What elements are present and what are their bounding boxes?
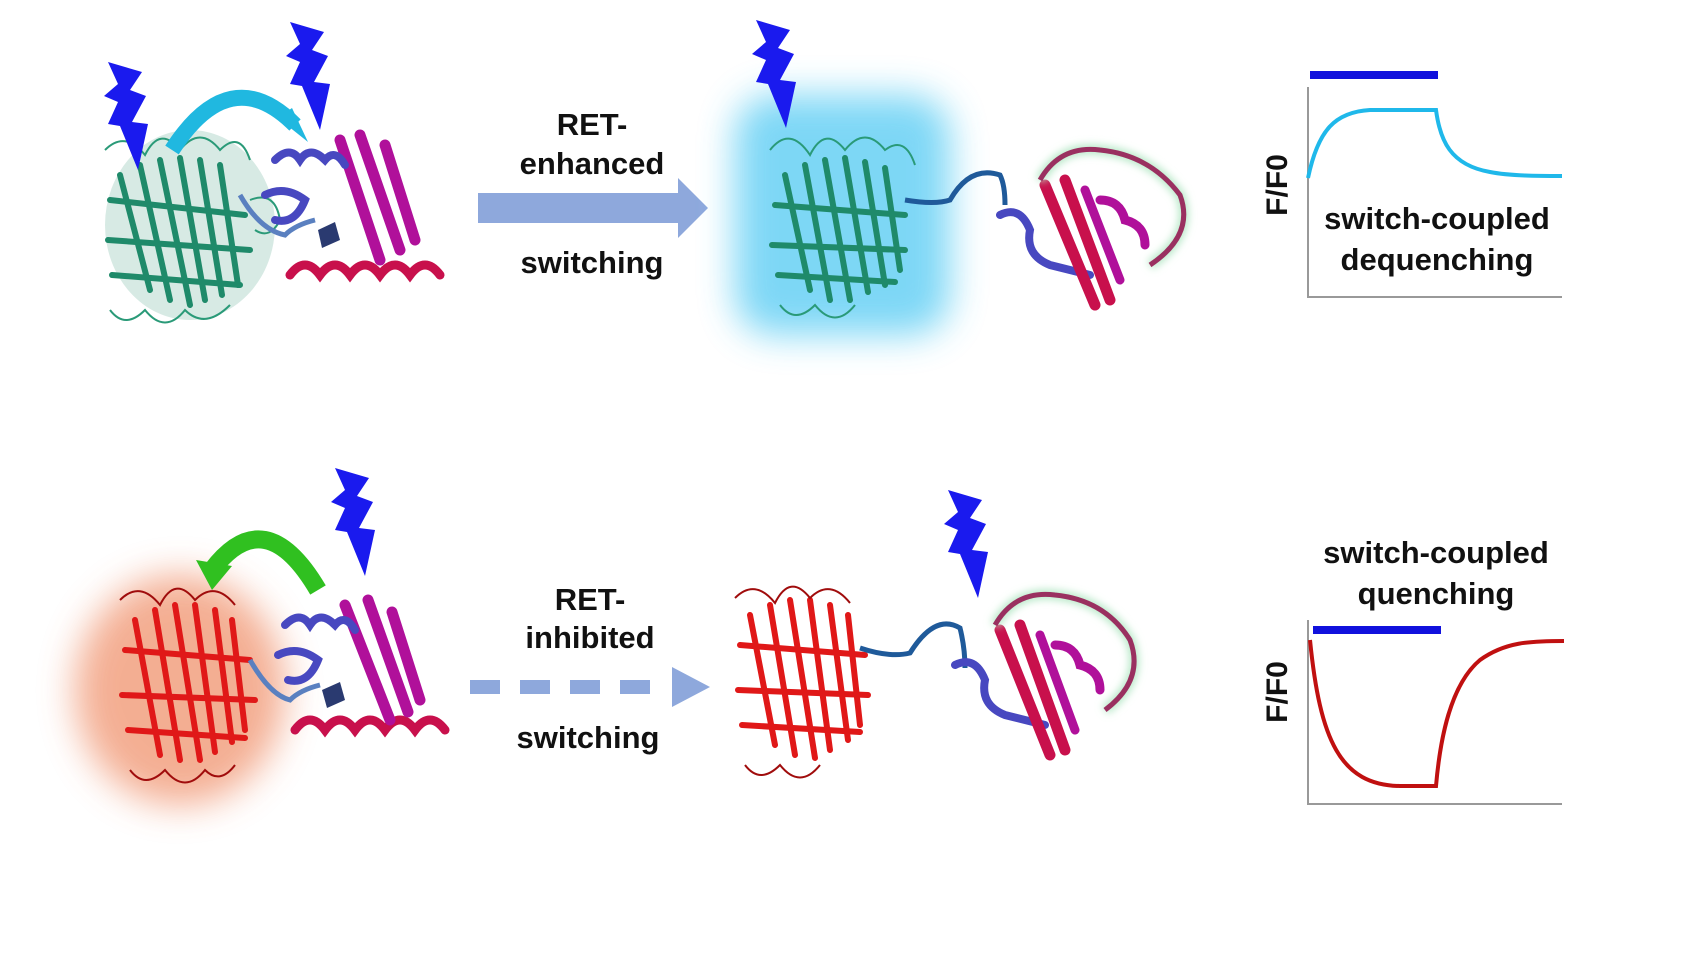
lightning-icon-top-left-1 <box>104 62 148 170</box>
graph-quenching <box>1307 620 1565 805</box>
top-arrow-label-enhanced: enhanced <box>519 146 665 181</box>
process-arrow-dashed <box>470 667 710 707</box>
top-arrow-label-ret: RET- <box>556 107 628 142</box>
switch-domain-right-bottom <box>951 589 1140 761</box>
graph-title-dequenching-line2: dequenching <box>1340 242 1534 277</box>
top-arrow-label-switching: switching <box>520 245 664 280</box>
quenching-curve <box>1308 639 1565 788</box>
graph-title-dequenching-line1: switch-coupled <box>1324 201 1550 236</box>
lightning-icon-bottom-left <box>331 468 375 576</box>
graph-dequenching <box>1306 71 1563 298</box>
bottom-arrow-label-ret: RET- <box>554 582 626 617</box>
red-emission-glow <box>75 575 285 805</box>
bottom-right-separated-construct <box>734 490 1140 779</box>
red-fluorescent-protein-right <box>734 585 871 779</box>
bottom-left-fret-pair <box>75 468 450 805</box>
red-fluorescent-protein-left <box>119 587 258 784</box>
graph-ylabel-top: F/F0 <box>1261 154 1294 216</box>
cyan-emission-glow <box>735 95 950 335</box>
green-fluorescent-protein-right <box>769 136 916 319</box>
lightning-icon-bottom-right <box>944 490 988 598</box>
illumination-bar-bottom <box>1313 626 1441 634</box>
linker-top <box>904 170 1008 206</box>
bottom-arrow-label-inhibited: inhibited <box>525 620 655 655</box>
graph-axes-bottom <box>1307 620 1562 805</box>
green-fluorescent-protein-left <box>104 130 282 324</box>
top-right-separated-construct <box>735 20 1189 335</box>
graph-axes-top <box>1307 87 1562 298</box>
switch-domain-right-top <box>996 144 1189 311</box>
switch-domain-left-bottom <box>247 594 450 738</box>
dequenching-curve <box>1306 108 1563 179</box>
linker-bottom <box>859 621 968 669</box>
bottom-arrow-label-switching: switching <box>516 720 660 755</box>
energy-transfer-arrow-bottom <box>204 530 326 595</box>
graph-title-quenching-line2: quenching <box>1357 576 1515 611</box>
illumination-bar-top <box>1310 71 1438 79</box>
graph-title-quenching-line1: switch-coupled <box>1323 535 1549 570</box>
process-arrow-solid <box>478 178 708 238</box>
top-left-fret-pair <box>104 22 445 324</box>
switch-domain-left <box>237 129 445 283</box>
energy-transfer-arrow-top <box>165 89 301 155</box>
graph-ylabel-bottom: F/F0 <box>1261 661 1294 723</box>
